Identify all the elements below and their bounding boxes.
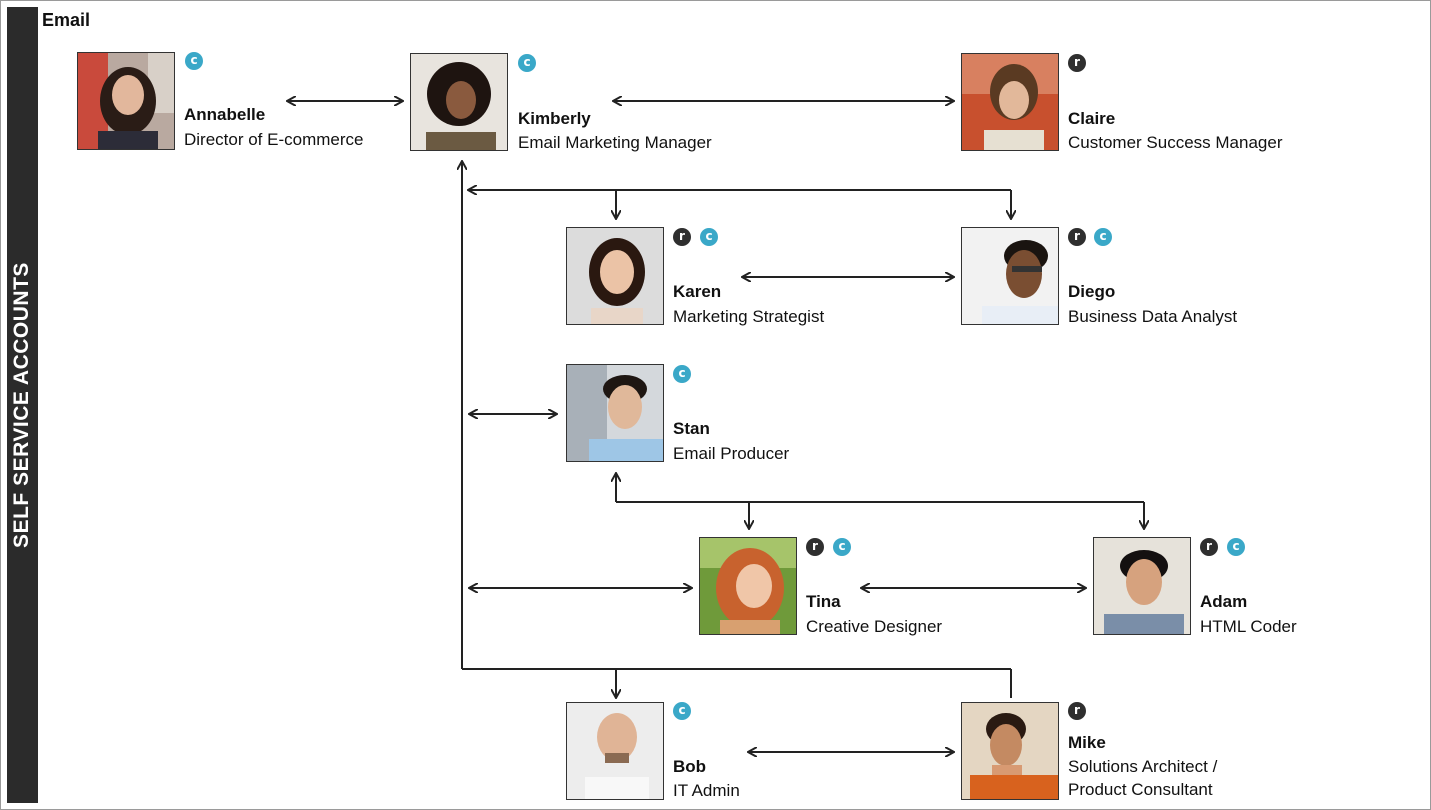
person-name-diego: Diego [1068, 282, 1116, 301]
avatar-tina [699, 537, 797, 635]
reviewer-badge-icon: r [1068, 228, 1086, 246]
person-name-karen: Karen [673, 282, 722, 301]
reviewer-badge-icon: r [1068, 54, 1086, 72]
person-role-claire: Customer Success Manager [1068, 133, 1283, 152]
reviewer-badge-icon: r [673, 228, 691, 246]
person-role-karen: Marketing Strategist [673, 307, 825, 326]
avatar-kimberly [410, 53, 508, 151]
avatar-diego [961, 227, 1059, 325]
contributor-badge-icon: c [1227, 538, 1245, 556]
avatar-annabelle [77, 52, 175, 150]
person-role-kimberly: Email Marketing Manager [518, 133, 712, 152]
person-role-diego: Business Data Analyst [1068, 307, 1238, 326]
avatar-stan [566, 364, 664, 462]
person-role-adam: HTML Coder [1200, 617, 1297, 636]
person-name-stan: Stan [673, 419, 710, 438]
person-role-mike-line1: Solutions Architect / [1068, 757, 1218, 776]
person-role-mike-line2: Product Consultant [1068, 780, 1213, 799]
avatar-adam [1093, 537, 1191, 635]
person-name-kimberly: Kimberly [518, 109, 591, 128]
reviewer-badge-icon: r [1068, 702, 1086, 720]
contributor-badge-icon: c [673, 702, 691, 720]
contributor-badge-icon: c [185, 52, 203, 70]
person-name-mike: Mike [1068, 733, 1106, 752]
contributor-badge-icon: c [673, 365, 691, 383]
contributor-badge-icon: c [1094, 228, 1112, 246]
person-name-annabelle: Annabelle [184, 105, 266, 124]
person-name-tina: Tina [806, 592, 841, 611]
side-bar [7, 7, 38, 803]
person-role-annabelle: Director of E-commerce [184, 130, 364, 149]
avatar-bob [566, 702, 664, 800]
avatar-karen [566, 227, 664, 325]
person-name-claire: Claire [1068, 109, 1116, 128]
avatar-claire [961, 53, 1059, 151]
page-title: Email [42, 10, 91, 30]
contributor-badge-icon: c [700, 228, 718, 246]
reviewer-badge-icon: r [806, 538, 824, 556]
person-role-bob: IT Admin [673, 781, 740, 800]
person-name-bob: Bob [673, 757, 707, 776]
contributor-badge-icon: c [518, 54, 536, 72]
person-role-tina: Creative Designer [806, 617, 943, 636]
person-role-stan: Email Producer [673, 444, 790, 463]
reviewer-badge-icon: r [1200, 538, 1218, 556]
contributor-badge-icon: c [833, 538, 851, 556]
avatar-mike [961, 702, 1059, 800]
person-name-adam: Adam [1200, 592, 1248, 611]
